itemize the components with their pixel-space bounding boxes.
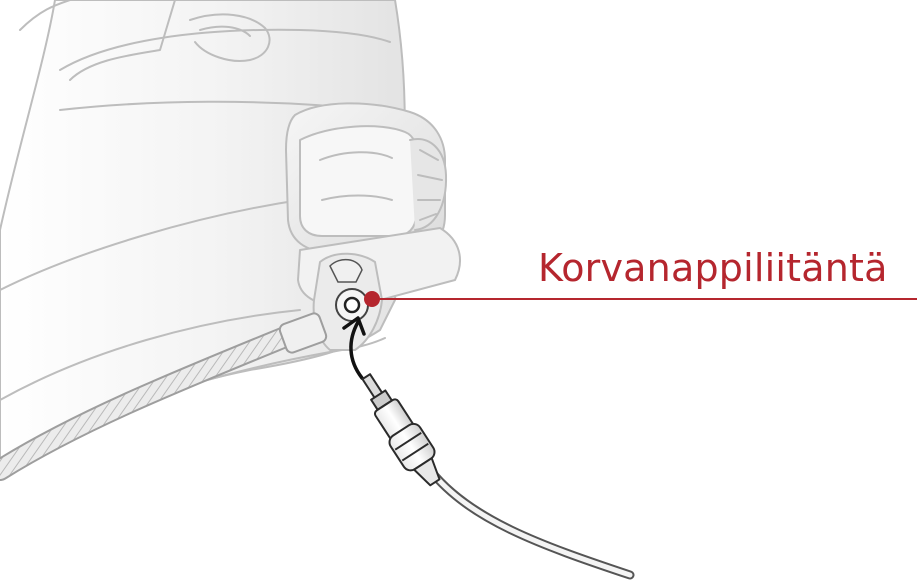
unit-front-face — [300, 126, 418, 236]
earbud-plug — [352, 367, 630, 575]
callout-label: Korvanappiliitäntä — [538, 242, 888, 294]
callout-marker-dot — [364, 291, 380, 307]
earbud-cable-core — [430, 470, 630, 575]
port-socket — [345, 298, 359, 312]
earbud-cable — [430, 470, 630, 575]
